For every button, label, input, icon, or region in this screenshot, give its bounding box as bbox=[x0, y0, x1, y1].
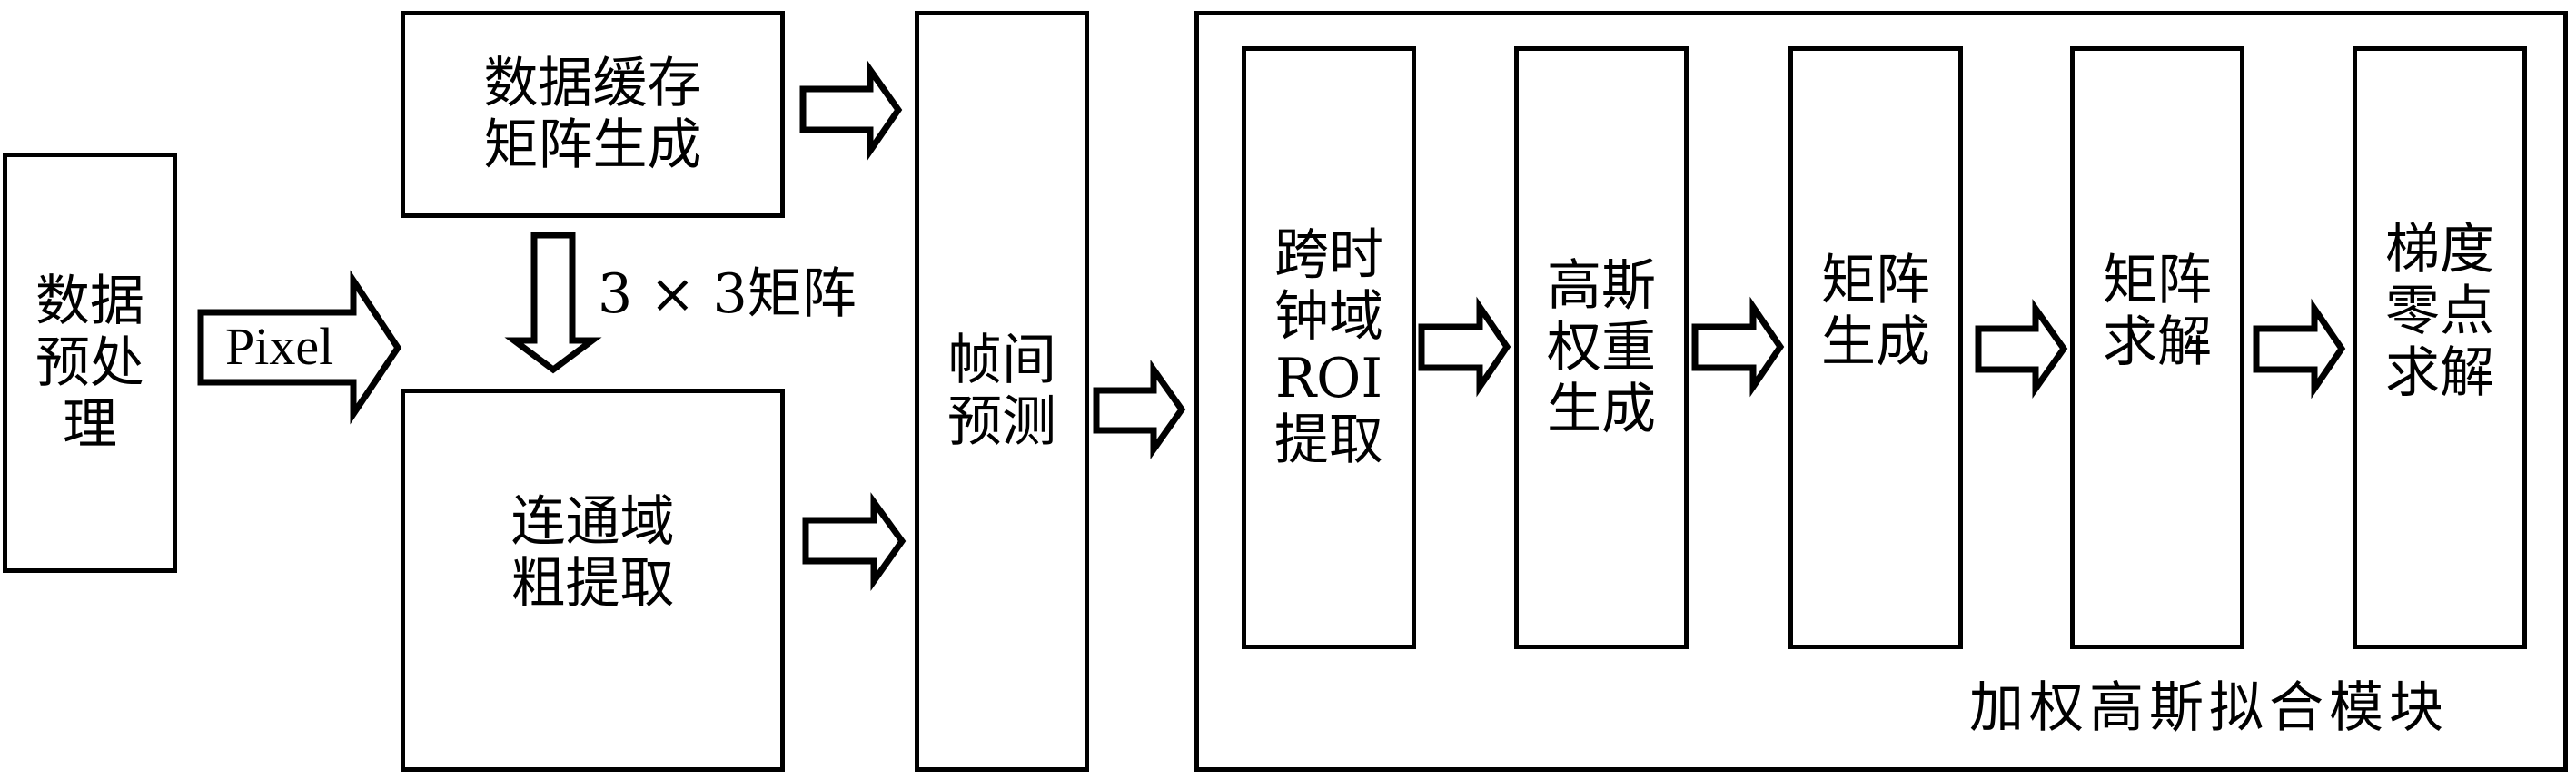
connected-region-label: 连通域 粗提取 bbox=[510, 490, 675, 616]
preprocess-box: 数据 预处 理 bbox=[3, 153, 177, 573]
step-box-gradient-zero: 梯度 零点 求解 bbox=[2353, 46, 2527, 649]
interframe-prediction-label: 帧间 预测 bbox=[947, 329, 1056, 454]
step-label: 高斯 权重 生成 bbox=[1547, 254, 1656, 441]
module-title: 加权高斯拟合模块 bbox=[1969, 676, 2449, 740]
step-label: 矩阵 求解 bbox=[2103, 249, 2212, 374]
step-box-matrix-solve: 矩阵 求解 bbox=[2070, 46, 2244, 649]
step-box-matrix-generation: 矩阵 生成 bbox=[1788, 46, 1963, 649]
pixel-arrow-label: Pixel bbox=[225, 317, 334, 376]
step-box-roi-extraction: 跨时 钟域 ROI 提取 bbox=[1242, 46, 1416, 649]
step-label: 跨时 钟域 ROI 提取 bbox=[1274, 223, 1383, 472]
interframe-prediction-box: 帧间 预测 bbox=[915, 11, 1089, 772]
buffer-matrix-label: 数据缓存 矩阵生成 bbox=[483, 52, 702, 177]
matrix-size-label: 3 × 3矩阵 bbox=[598, 262, 857, 326]
step-label: 梯度 零点 求解 bbox=[2385, 218, 2494, 405]
step-box-gaussian-weight: 高斯 权重 生成 bbox=[1514, 46, 1689, 649]
connected-region-box: 连通域 粗提取 bbox=[401, 389, 785, 772]
buffer-matrix-box: 数据缓存 矩阵生成 bbox=[401, 11, 785, 218]
preprocess-label: 数据 预处 理 bbox=[35, 269, 144, 457]
step-label: 矩阵 生成 bbox=[1821, 249, 1930, 374]
